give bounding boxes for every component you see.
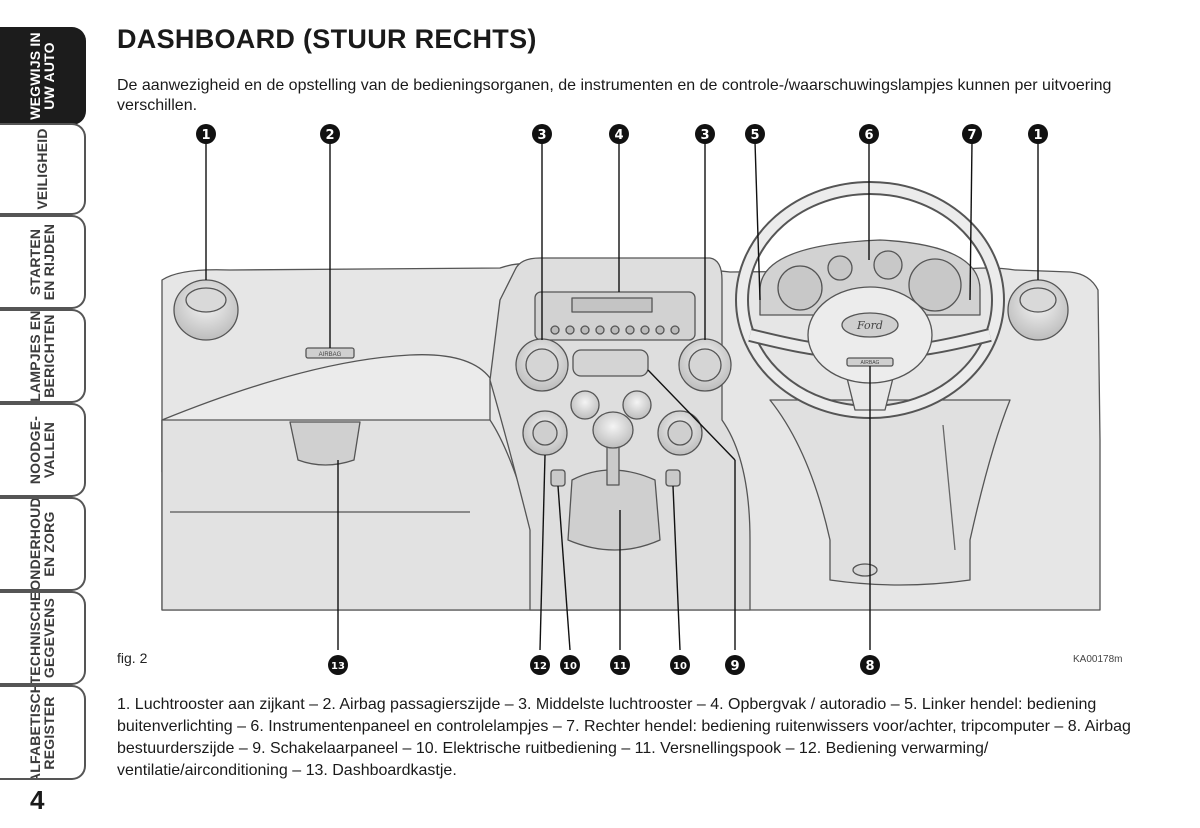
intro-paragraph: De aanwezigheid en de opstelling van de … — [117, 77, 1112, 114]
tab-onderhoud-en-zorg[interactable]: ONDERHOUD EN ZORG — [0, 497, 86, 591]
callout-10-right: 10 — [670, 655, 690, 675]
callouts-top: 1 2 3 4 3 5 6 7 1 — [196, 124, 1048, 144]
svg-text:8: 8 — [865, 659, 874, 674]
callout-9: 9 — [725, 655, 745, 675]
tab-alfabetisch-register[interactable]: ALFABETISCH REGISTER — [0, 685, 86, 780]
steering-airbag-badge-text: AIRBAG — [861, 360, 880, 366]
svg-text:3: 3 — [700, 128, 709, 143]
tab-wegwijs-in-uw-auto[interactable]: WEGWIJS IN UW AUTO — [0, 27, 86, 125]
callout-1-right: 1 — [1028, 124, 1048, 144]
callout-6: 6 — [859, 124, 879, 144]
tab-label: TECHNISCHE GEGEVENS — [27, 591, 57, 685]
tab-veiligheid[interactable]: VEILIGHEID — [0, 123, 86, 215]
gear-knob — [592, 411, 634, 449]
figure-code: KA00178m — [1073, 654, 1123, 665]
tab-label: VEILIGHEID — [34, 128, 50, 210]
callout-7: 7 — [962, 124, 982, 144]
svg-text:1: 1 — [201, 128, 210, 143]
brand-badge — [841, 312, 899, 338]
airbag-badge-text: AIRBAG — [319, 352, 342, 358]
svg-text:13: 13 — [331, 661, 345, 672]
callout-3-left: 3 — [532, 124, 552, 144]
tab-starten-en-rijden[interactable]: STARTEN EN RIJDEN — [0, 215, 86, 309]
tab-label: ONDERHOUD EN ZORG — [27, 497, 57, 591]
tab-technische-gegevens[interactable]: TECHNISCHE GEGEVENS — [0, 591, 86, 685]
svg-text:2: 2 — [325, 128, 334, 143]
page-title: DASHBOARD (STUUR RECHTS) — [117, 24, 537, 54]
svg-text:4: 4 — [614, 128, 623, 143]
callout-4: 4 — [609, 124, 629, 144]
switch-panel — [572, 349, 649, 377]
callout-11: 11 — [610, 655, 630, 675]
callout-2: 2 — [320, 124, 340, 144]
dashboard-figure: Ford AIRBAG AIRBAG 1 — [110, 120, 1155, 680]
svg-text:10: 10 — [673, 661, 687, 672]
tab-noodgevallen[interactable]: NOODGE- VALLEN — [0, 403, 86, 497]
callout-12: 12 — [530, 655, 550, 675]
callout-1-left: 1 — [196, 124, 216, 144]
svg-text:12: 12 — [533, 661, 547, 672]
dashboard-illustration: Ford AIRBAG AIRBAG 1 — [161, 124, 1101, 675]
figure-label: fig. 2 — [117, 650, 148, 666]
callout-13: 13 — [328, 655, 348, 675]
svg-text:10: 10 — [563, 661, 577, 672]
svg-text:1: 1 — [1033, 128, 1042, 143]
tab-label: WEGWIJS IN UW AUTO — [27, 32, 57, 120]
svg-text:5: 5 — [750, 128, 759, 143]
callout-8: 8 — [860, 655, 880, 675]
callout-5: 5 — [745, 124, 765, 144]
tab-label: NOODGE- VALLEN — [27, 415, 57, 485]
callout-3-right: 3 — [695, 124, 715, 144]
callouts-bottom: 13 12 10 11 10 9 8 — [328, 655, 880, 675]
svg-text:9: 9 — [730, 659, 739, 674]
callout-10-left: 10 — [560, 655, 580, 675]
tab-lampjes-en-berichten[interactable]: LAMPJES EN BERICHTEN — [0, 309, 86, 403]
gear-boot — [567, 469, 661, 551]
svg-text:11: 11 — [613, 661, 627, 672]
tab-label: ALFABETISCH REGISTER — [27, 685, 57, 780]
figure-caption: 1. Luchtrooster aan zijkant – 2. Airbag … — [117, 696, 1131, 779]
svg-text:3: 3 — [537, 128, 546, 143]
brand-badge-text: Ford — [856, 319, 883, 332]
page-number: 4 — [30, 785, 45, 815]
svg-text:7: 7 — [967, 128, 976, 143]
callout-lines — [205, 141, 1039, 651]
tab-label: LAMPJES EN BERICHTEN — [27, 310, 57, 402]
svg-text:6: 6 — [864, 128, 873, 143]
tab-label: STARTEN EN RIJDEN — [27, 223, 57, 301]
